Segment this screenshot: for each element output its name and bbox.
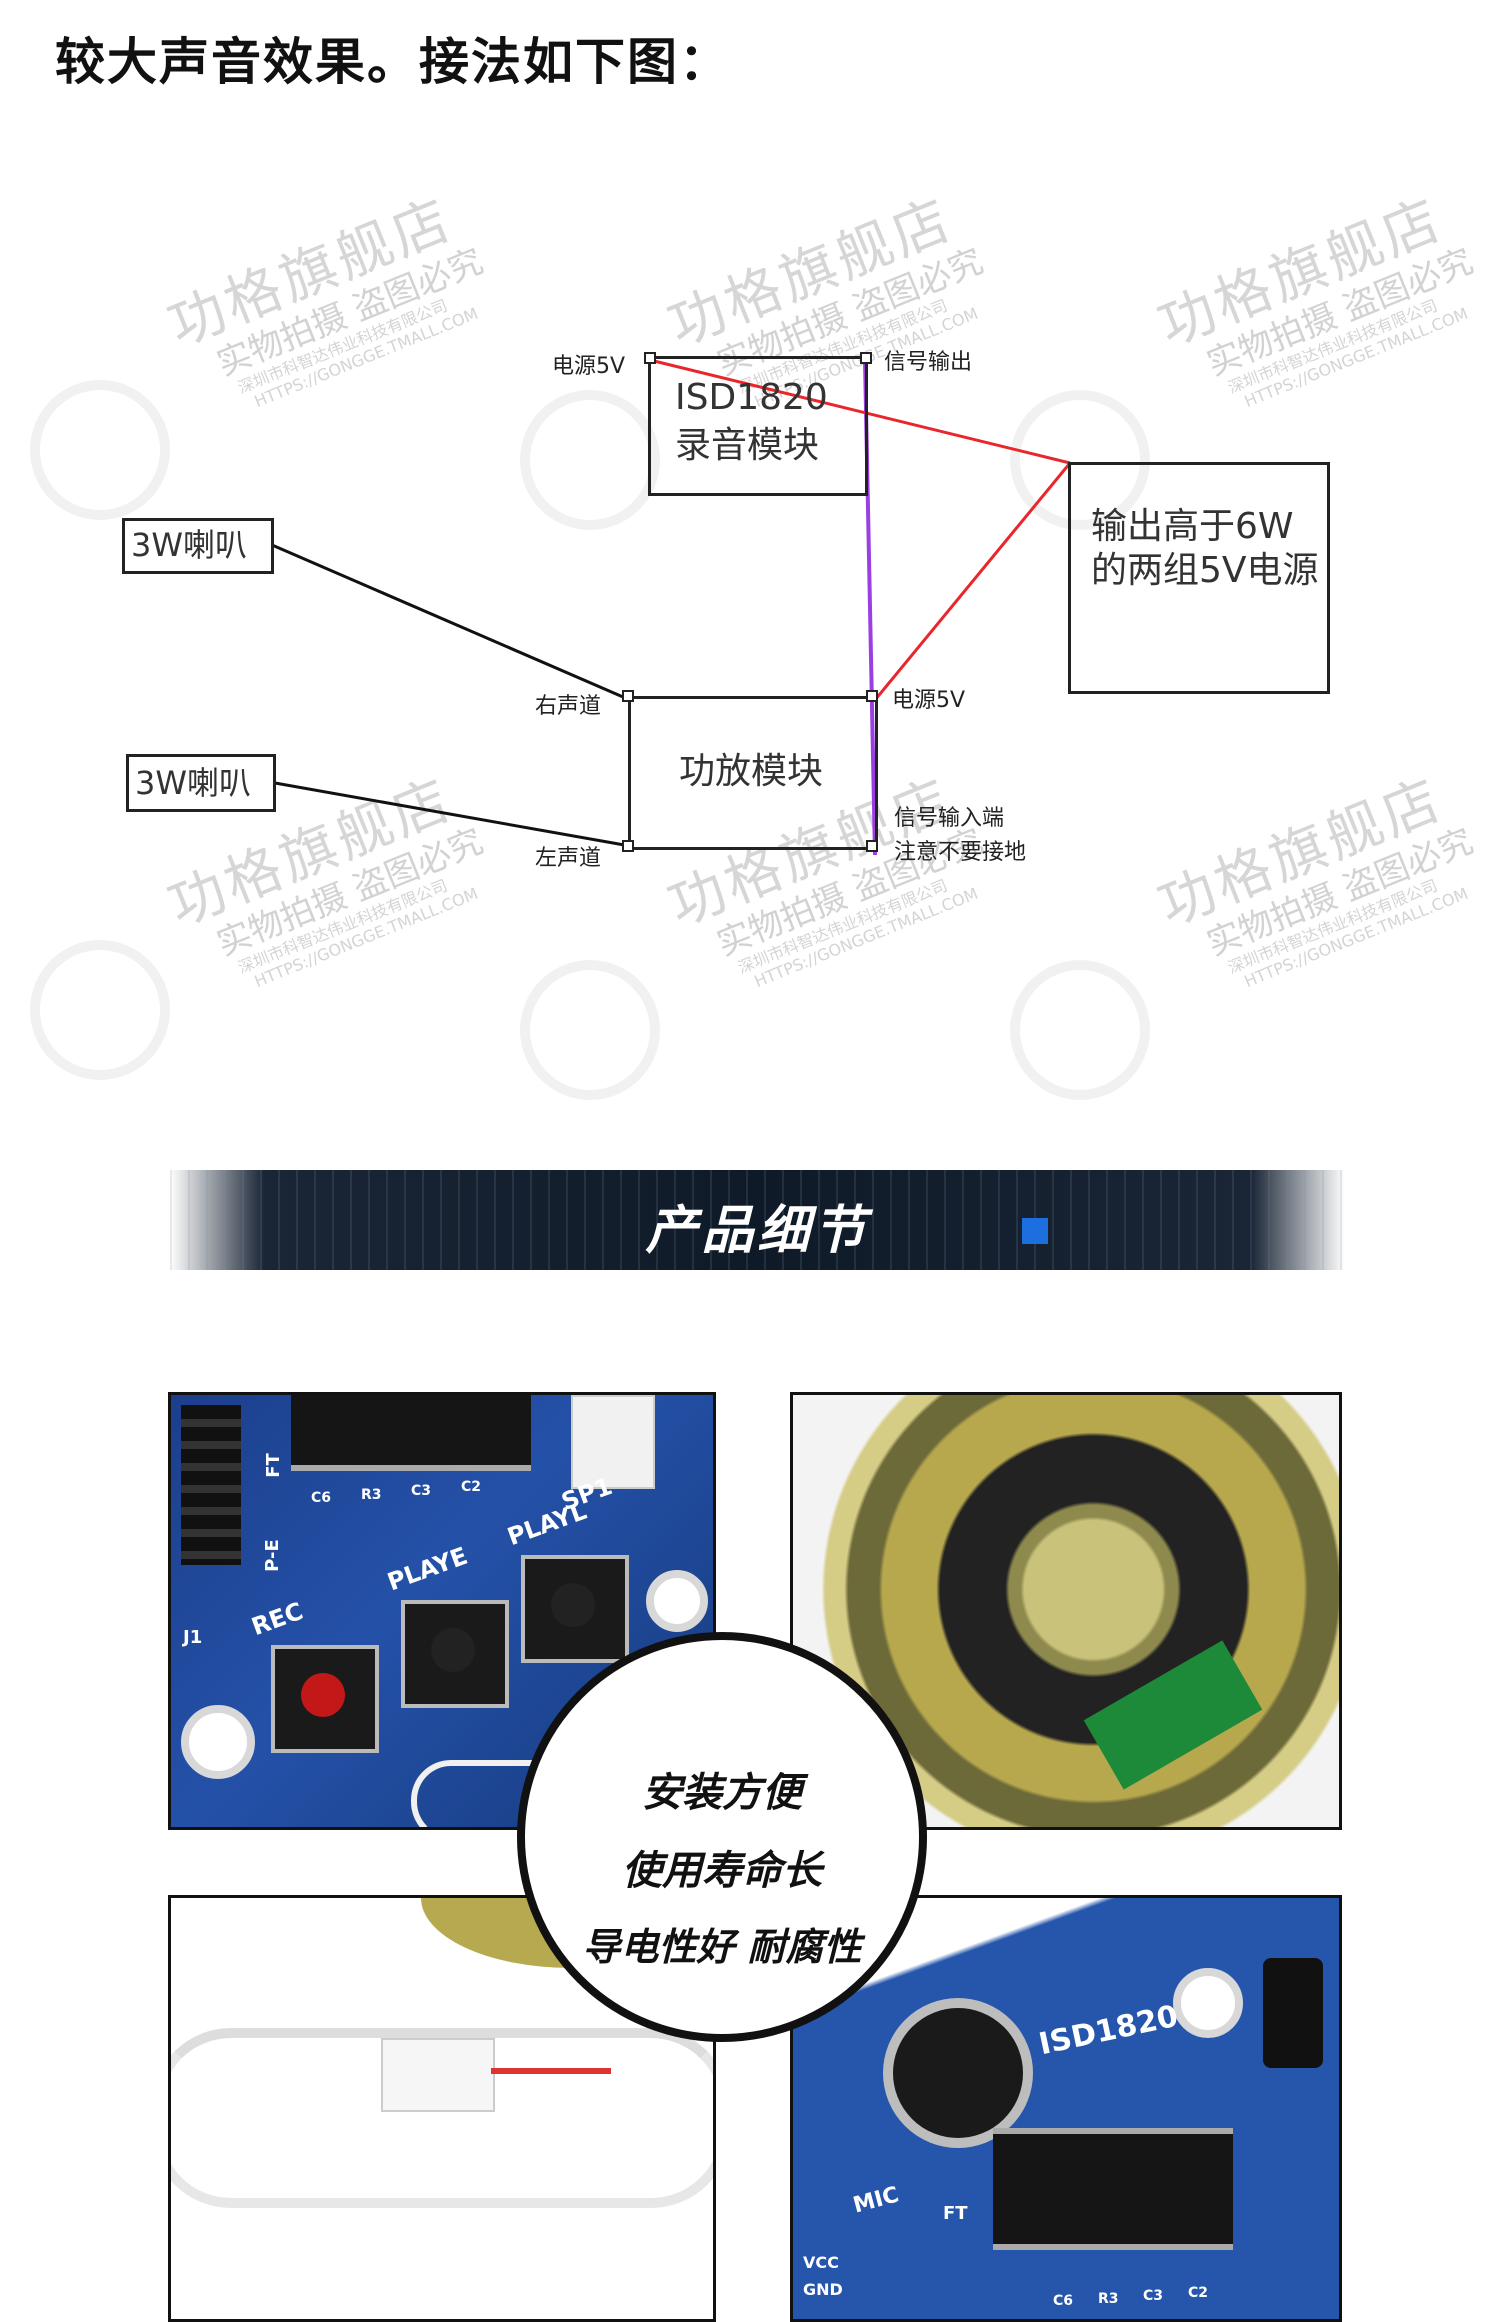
feature-circle: 安装方便 使用寿命长 导电性好 耐腐性 <box>517 1632 927 2042</box>
watermark-logo <box>988 938 1172 1122</box>
board-label-mic: MIC <box>850 2182 902 2219</box>
watermark-logo <box>498 938 682 1122</box>
feature-conductive: 导电性好 耐腐性 <box>582 1925 862 1969</box>
pcb-label-c3: C3 <box>411 1483 432 1499</box>
photo-isd1820-board: ISD1820 MIC VCC GND FT C6 R3 C3 C2 <box>790 1895 1342 2322</box>
board-label-isd1820: ISD1820 <box>1035 1998 1182 2063</box>
pcb-label-j1: J1 <box>183 1627 203 1648</box>
rec-button-body <box>271 1645 379 1753</box>
board-label-gnd: GND <box>803 2280 843 2299</box>
speaker-top-box: 3W喇叭 <box>122 518 274 574</box>
pin-amp-right <box>622 690 634 702</box>
playl-button-body <box>521 1555 629 1663</box>
amp-box: 功放模块 <box>628 696 878 850</box>
pcb-label-r3: R3 <box>361 1487 382 1503</box>
feature-long-life: 使用寿命长 <box>622 1848 822 1894</box>
microphone <box>883 1998 1033 2148</box>
board-label-c2: C2 <box>1188 2285 1209 2301</box>
pin-amp-left <box>622 840 634 852</box>
cable-red-stripe <box>491 2068 611 2074</box>
section-banner: 产品细节 <box>170 1170 1345 1270</box>
feature-easy-install: 安装方便 <box>642 1770 802 1816</box>
isd1820-box: ISD1820 录音模块 <box>648 356 868 496</box>
board-label-c3: C3 <box>1143 2288 1164 2304</box>
cable-loop <box>171 2028 713 2208</box>
label-amp-left: 左声道 <box>535 846 602 871</box>
playe-button-body <box>401 1600 509 1708</box>
label-amp-power: 电源5V <box>892 688 966 713</box>
white-connector <box>571 1395 655 1489</box>
wiring-diagram: ISD1820 录音模块 电源5V 信号输出 3W喇叭 3W喇叭 输出高于6W的… <box>0 300 1500 900</box>
banner-accent <box>1022 1218 1048 1244</box>
label-amp-signal-in: 信号输入端 <box>894 806 1005 831</box>
pcb-label-rec: REC <box>247 1596 307 1642</box>
pin-amp-signal <box>866 840 878 852</box>
wire-speaker-bottom <box>274 781 631 848</box>
mounting-hole <box>1173 1968 1243 2038</box>
label-amp-right: 右声道 <box>535 694 602 719</box>
mounting-hole <box>646 1570 708 1632</box>
label-amp-note: 注意不要接地 <box>894 840 1027 865</box>
pin-amp-power <box>866 690 878 702</box>
board-label-r3: R3 <box>1098 2291 1119 2307</box>
section-title: 产品细节 <box>645 1201 870 1261</box>
watermark-logo <box>8 918 192 1102</box>
ic-chip <box>993 2128 1233 2250</box>
pin-isd-signal <box>860 352 872 364</box>
pin-isd-power <box>644 352 656 364</box>
page-heading: 较大声音效果。接法如下图： <box>55 33 731 91</box>
cable-connector <box>381 2038 495 2112</box>
label-isd-power: 电源5V <box>552 354 626 379</box>
photo-pcb-buttons: REC PLAYE PLAYL SP1 FT P-E J1 C6 R3 C3 C… <box>168 1392 716 1830</box>
pcb-label-c2: C2 <box>461 1479 482 1495</box>
pcb-label-ft: FT <box>262 1453 284 1478</box>
wire-power-amp <box>873 462 1072 701</box>
pcb-label-c6: C6 <box>311 1490 332 1506</box>
playe-button-cap <box>431 1628 475 1672</box>
ic-chip <box>291 1395 531 1471</box>
power-supply-label: 输出高于6W的两组5V电源 <box>1091 506 1319 591</box>
header-pins <box>181 1405 241 1565</box>
speaker-bottom-box: 3W喇叭 <box>126 754 276 812</box>
isd1820-sublabel: 录音模块 <box>675 425 820 466</box>
mounting-hole <box>181 1705 255 1779</box>
wire-power-isd <box>649 358 1071 465</box>
board-label-vcc: VCC <box>803 2253 839 2272</box>
rec-button-cap <box>301 1673 345 1717</box>
board-label-c6: C6 <box>1053 2293 1074 2309</box>
isd1820-label: ISD1820 <box>675 377 828 418</box>
pcb-label-sp1: SP1 <box>557 1472 616 1516</box>
wire-speaker-top <box>271 543 631 702</box>
pcb-label-pe: P-E <box>261 1539 283 1572</box>
speaker-terminal <box>1083 1640 1263 1790</box>
playl-button-cap <box>551 1583 595 1627</box>
amp-label: 功放模块 <box>679 751 824 792</box>
board-label-ft: FT <box>943 2203 968 2224</box>
pcb-label-playe: PLAYE <box>383 1541 472 1597</box>
capacitor <box>1263 1958 1323 2068</box>
power-supply-box: 输出高于6W的两组5V电源 <box>1068 462 1330 694</box>
label-isd-signal: 信号输出 <box>884 350 973 375</box>
